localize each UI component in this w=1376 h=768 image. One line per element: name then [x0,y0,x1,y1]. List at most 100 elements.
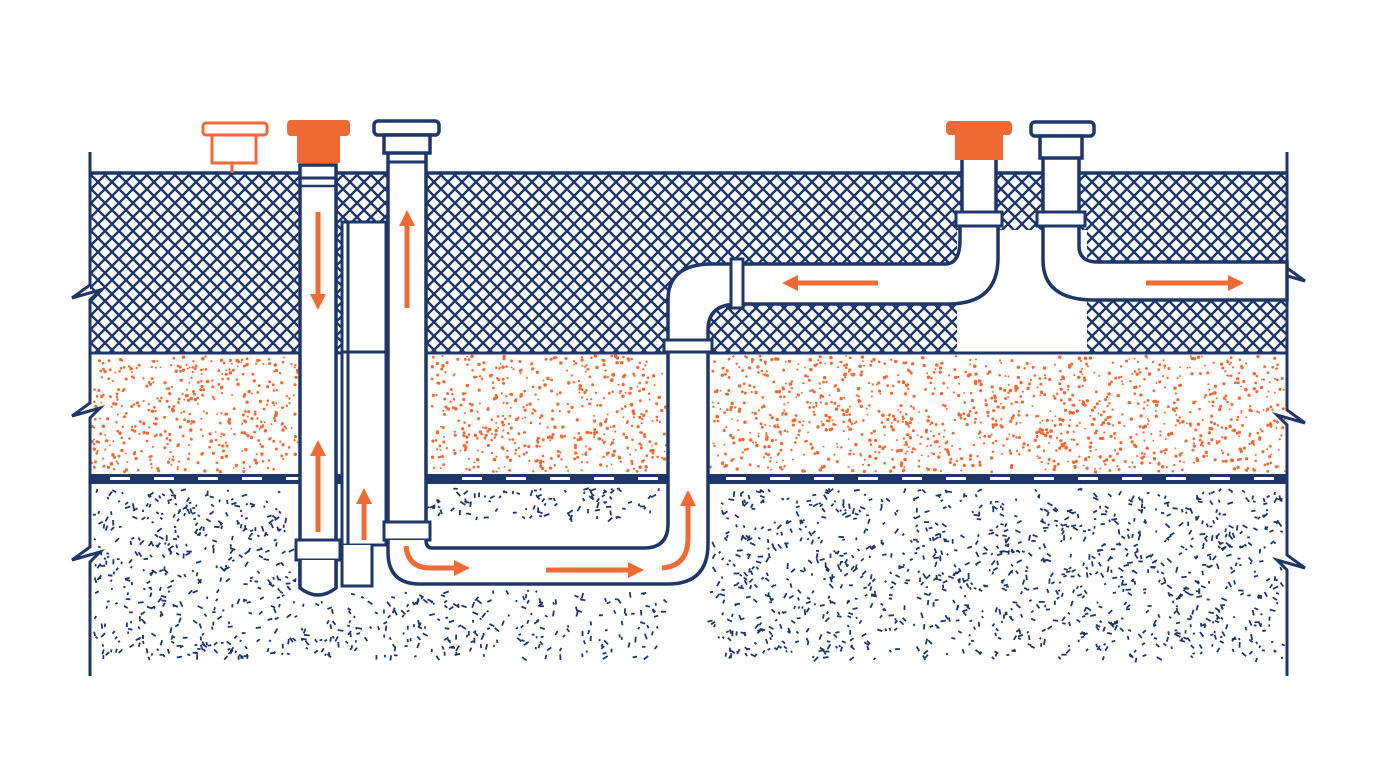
sand-dot [1046,431,1049,435]
gravel-mark [734,514,740,519]
sand-dot [1273,377,1276,380]
sand-dot [435,394,438,397]
gravel-mark [482,653,486,658]
sand-dot [1281,426,1285,430]
sand-dot [430,404,434,408]
sand-dot [1154,403,1159,407]
sand-dot [1221,436,1224,439]
sand-dot [227,417,232,422]
sand-dot [1222,382,1226,386]
gravel-mark [579,598,586,602]
gravel-mark [541,497,546,503]
gravel-mark [377,626,381,631]
sand-dot [183,418,186,421]
gravel-mark [324,653,327,657]
sand-dot [902,468,906,472]
sand-dot [1091,423,1095,426]
gravel-mark [1084,612,1089,616]
gravel-mark [1027,635,1031,641]
gravel-mark [175,552,180,556]
gravel-mark [96,563,102,569]
gravel-mark [1116,543,1122,546]
gravel-mark [1209,525,1213,528]
gravel-mark [632,655,638,659]
gravel-mark [580,592,585,599]
sand-dot [774,389,779,394]
gravel-mark [746,553,750,556]
sand-dot [1152,399,1156,404]
sand-dot [130,425,134,429]
sand-dot [430,365,434,369]
gravel-mark [795,510,800,517]
gravel-mark [965,582,970,588]
sand-dot [1098,436,1103,441]
sand-dot [843,396,846,399]
sand-dot [1278,387,1282,391]
sand-dot [633,374,636,378]
gravel-mark [137,625,141,630]
gravel-mark [970,582,974,586]
sand-dot [211,451,215,455]
gravel-mark [94,635,99,640]
sand-dot [868,438,872,443]
sand-dot [284,452,288,456]
sand-dot [822,464,826,469]
gravel-mark [775,532,779,536]
sand-dot [1045,418,1049,422]
sand-dot [783,429,787,433]
sand-dot [1088,356,1093,360]
gravel-mark [1111,518,1118,521]
sand-dot [188,412,192,416]
gravel-mark [1253,527,1258,531]
sand-dot [1047,462,1050,465]
sand-dot [211,379,214,382]
sand-dot [200,372,203,375]
sand-dot [446,392,450,396]
sand-dot [473,461,476,464]
gravel-mark [1228,524,1234,529]
sand-dot [716,419,720,423]
sand-dot [724,392,728,396]
sand-dot [1018,453,1021,456]
gravel-mark [163,569,169,574]
sand-dot [518,454,521,458]
sand-dot [97,359,102,363]
gravel-mark [526,589,530,593]
gravel-mark [825,488,830,493]
gravel-mark [167,542,171,547]
gravel-mark [161,493,166,497]
gravel-mark [101,649,105,655]
sand-dot [651,419,654,422]
gravel-mark [114,636,118,640]
sand-dot [867,463,870,467]
sand-dot [517,446,520,450]
sand-dot [106,418,109,421]
sand-dot [100,376,104,379]
gravel-mark [427,598,434,603]
sand-dot [624,405,627,408]
gravel-mark [828,583,834,589]
gravel-mark [789,528,793,533]
sand-dot [523,389,527,393]
sand-dot [1107,392,1111,396]
gravel-mark [795,500,799,504]
sand-dot [549,357,553,361]
sand-dot [1192,437,1196,441]
gravel-mark [913,516,916,520]
sand-dot [974,411,978,415]
gravel-mark [842,538,846,541]
gravel-mark [583,487,590,491]
gravel-mark [1033,587,1039,590]
sand-dot [1033,374,1037,377]
gravel-mark [1021,550,1025,553]
gravel-mark [1085,572,1089,578]
gravel-mark [1178,593,1184,598]
sand-dot [244,447,248,452]
gravel-mark [721,612,725,616]
sand-dot [1108,454,1112,459]
gravel-mark [812,493,817,497]
sand-dot [431,393,435,397]
sand-dot [1068,448,1072,452]
gravel-mark [529,612,533,616]
sand-dot [615,361,619,365]
